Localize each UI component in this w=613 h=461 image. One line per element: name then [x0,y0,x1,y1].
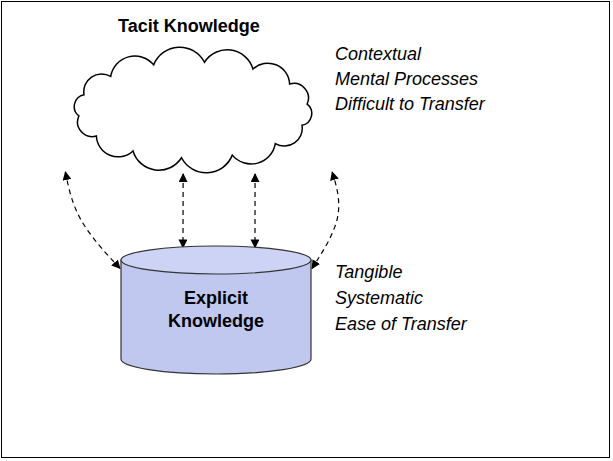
cloud-outline [48,15,338,180]
cylinder-outline [120,245,312,375]
side-note: Systematic [335,288,423,310]
side-note: Difficult to Transfer [335,94,485,116]
database-cylinder: Explicit Knowledge [120,245,312,375]
node-label: Explicit Knowledge [151,245,281,332]
cylinder-top [121,246,311,274]
dashed-arrow [312,172,339,268]
side-note: Ease of Transfer [335,314,467,336]
dashed-arrow [65,172,120,268]
dashed-arrow [254,174,255,248]
side-note: Tangible [335,262,402,284]
dashed-arrow [182,174,183,248]
node-heading: Tacit Knowledge [118,15,260,38]
cloud-shape [74,47,311,173]
side-note: Mental Processes [335,69,478,91]
cloud-node: Tacit Knowledge [48,15,338,180]
side-note: Contextual [335,44,421,66]
